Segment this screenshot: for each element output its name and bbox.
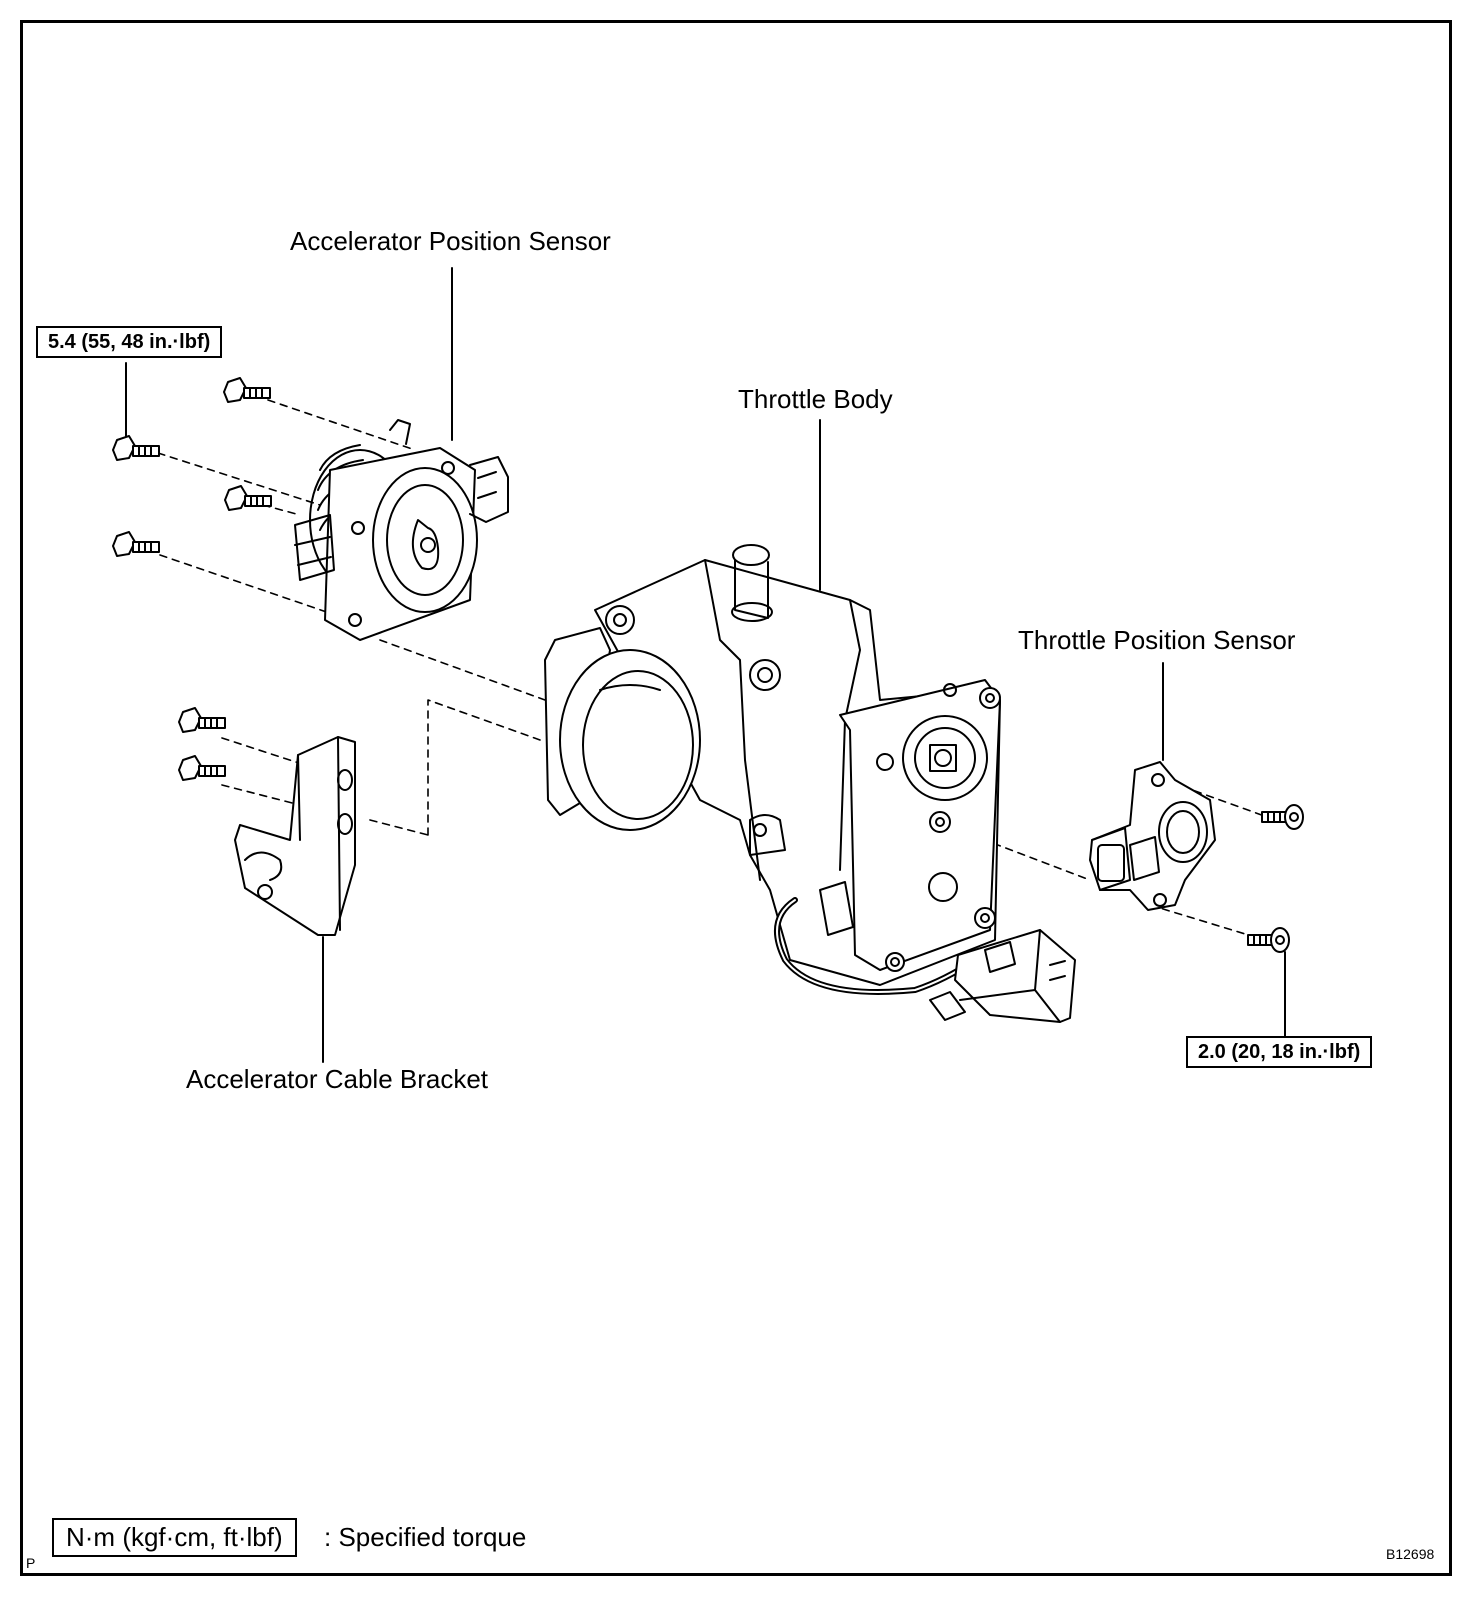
accelerator-cable-bracket-part xyxy=(234,736,356,936)
figure-code: B12698 xyxy=(1386,1546,1435,1562)
aps-bolt-1 xyxy=(223,377,271,403)
torque-spec-aps-bolts: 5.4 (55, 48 in.·lbf) xyxy=(36,326,223,358)
legend-torque-unit-box: N·m (kgf·cm, ft·lbf) xyxy=(52,1518,297,1558)
tps-screw-2 xyxy=(1247,927,1290,953)
legend-description: : Specified torque xyxy=(324,1522,527,1552)
throttle-position-sensor-part xyxy=(1089,761,1216,911)
label-throttle-position-sensor: Throttle Position Sensor xyxy=(1018,625,1296,655)
label-accelerator-cable-bracket: Accelerator Cable Bracket xyxy=(186,1064,489,1094)
accelerator-position-sensor-part xyxy=(294,419,509,641)
aps-bolt-4 xyxy=(112,531,160,557)
leader-lines xyxy=(125,267,1286,1063)
bracket-bolt-2 xyxy=(178,755,226,781)
aps-bolt-3 xyxy=(224,485,272,511)
label-accelerator-position-sensor: Accelerator Position Sensor xyxy=(290,226,611,256)
throttle-body-part xyxy=(544,544,1076,1023)
torque-spec-tps-screws: 2.0 (20, 18 in.·lbf) xyxy=(1186,1036,1373,1068)
corner-mark-left: P xyxy=(26,1555,36,1571)
tps-screw-1 xyxy=(1261,804,1304,830)
bracket-bolt-1 xyxy=(178,707,226,733)
aps-bolt-2 xyxy=(112,435,160,461)
label-throttle-body: Throttle Body xyxy=(738,384,893,414)
